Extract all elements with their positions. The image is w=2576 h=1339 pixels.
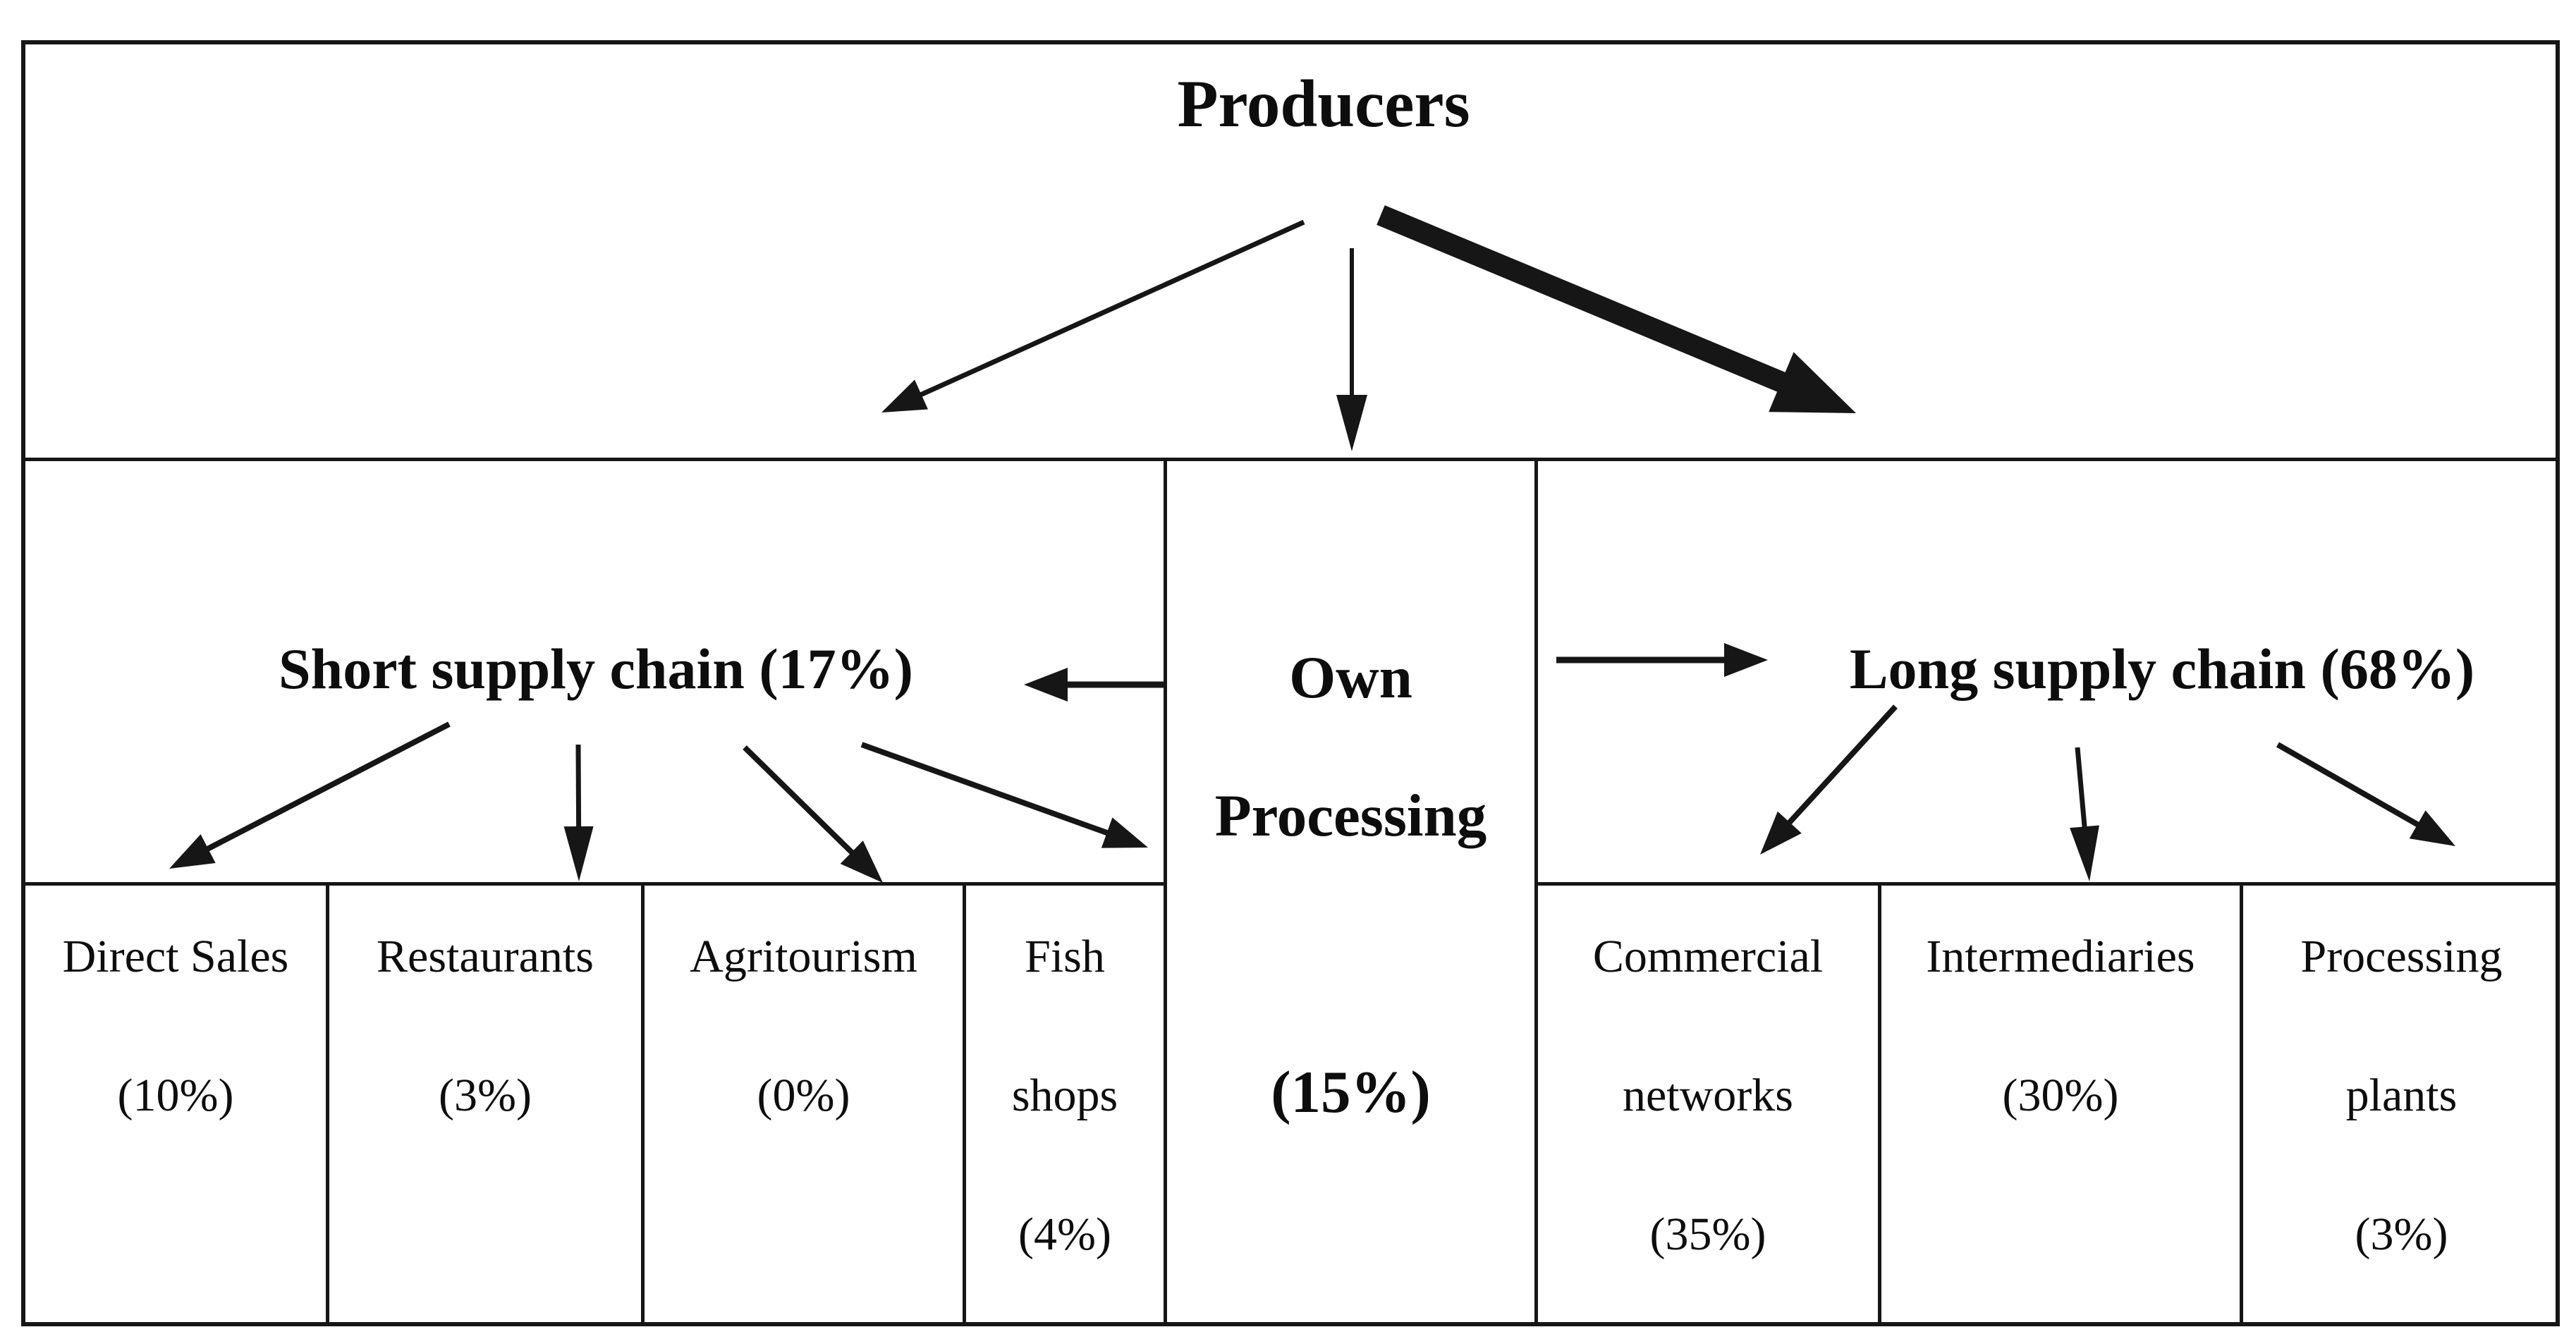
cell-processing-plants: Processing plants (3%) [2243,886,2560,1324]
cell-percent: (30%) [2002,1070,2119,1121]
cell-label: plants [2345,1070,2458,1121]
divider-restaurants-agritourism [641,882,645,1324]
divider-top-section [21,458,2560,461]
cell-percent: (4%) [1018,1209,1111,1260]
arrowhead-short-to-agritourism [840,840,883,883]
arrow-long-to-intermediaries [2075,747,2088,831]
cell-label: Agritourism [690,931,917,982]
divider-right-cells-top [1534,882,2560,886]
divider-direct-restaurants [326,882,329,1324]
arrowhead-own-to-long-chain [1724,643,1768,677]
cell-commercial-networks: Commercial networks (35%) [1538,886,1878,1324]
arrowhead-short-to-direct-sales [169,834,216,869]
cell-label: Direct Sales [62,931,289,982]
own-column-left-border [1164,458,1167,1324]
cell-percent: (0%) [757,1070,850,1121]
arrowhead-long-to-processing-plants [2409,810,2455,846]
cell-label: Processing [2300,931,2503,982]
divider-agritourism-fish [963,882,966,1324]
cell-direct-sales: Direct Sales (10%) [25,886,326,1324]
node-long-supply-chain: Long supply chain (68%) [1849,637,2475,701]
arrow-producers-to-short-region [916,219,1305,399]
arrowhead-short-to-fish-shops [1101,817,1148,848]
arrowhead-own-to-short-chain [1024,668,1068,702]
arrow-producers-to-long-region [1376,205,1790,393]
cell-restaurants: Restaurants (3%) [329,886,641,1324]
divider-left-cells-top [21,882,1167,886]
cell-agritourism: Agritourism (0%) [645,886,963,1324]
node-own-processing-line1: Own [1289,644,1412,711]
divider-commercial-intermediaries [1878,882,1881,1324]
node-short-supply-chain: Short supply chain (17%) [279,637,913,701]
outer-border [21,40,2560,1326]
cell-label: networks [1623,1070,1793,1121]
arrowhead-short-to-restaurants [563,826,594,881]
arrowhead-long-to-intermediaries [2070,825,2099,881]
arrow-short-to-restaurants [575,744,582,831]
cell-fish-shops: Fish shops (4%) [966,886,1164,1324]
arrowhead-producers-to-long-region [1769,352,1856,413]
arrow-short-to-fish-shops [860,742,1112,837]
divider-intermediaries-processing [2240,882,2243,1324]
cell-label: shops [1011,1070,1118,1121]
arrow-long-to-commercial-networks [1784,704,1898,828]
cell-percent: (35%) [1649,1209,1766,1260]
arrow-short-to-agritourism [743,745,857,857]
cell-percent: (10%) [117,1070,234,1121]
cell-label: Commercial [1592,931,1824,982]
arrow-short-to-direct-sales [202,721,451,853]
arrow-long-to-processing-plants [2276,742,2423,829]
node-own-processing-line2: Processing [1214,783,1487,849]
cell-percent: (3%) [2355,1209,2448,1260]
arrowhead-producers-to-short-region [881,379,928,412]
cell-percent: (3%) [439,1070,532,1121]
cell-label: Restaurants [377,931,594,982]
arrowhead-producers-to-own-processing [1336,395,1367,451]
cell-label: Fish [1025,931,1105,982]
node-own-processing-percent: (15%) [1271,1059,1431,1125]
cell-label: Intermediaries [1926,931,2195,982]
cell-intermediaries: Intermediaries (30%) [1881,886,2240,1324]
own-column-right-border [1534,458,1538,1324]
node-producers: Producers [1177,66,1470,141]
arrowhead-long-to-commercial-networks [1760,811,1802,855]
